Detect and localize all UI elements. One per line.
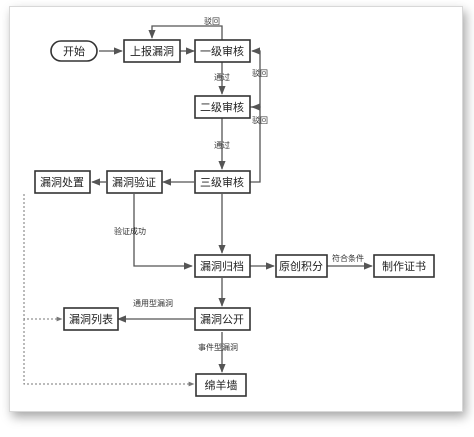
- label-reject-3: 驳回: [252, 116, 268, 125]
- node-verify: 漏洞验证: [106, 170, 163, 194]
- node-archive-label: 漏洞归档: [200, 259, 244, 273]
- node-review1-label: 一级审核: [200, 44, 244, 58]
- label-event-vuln: 事件型漏洞: [198, 342, 238, 352]
- label-reject-top: 驳回: [204, 17, 220, 26]
- node-verify-label: 漏洞验证: [112, 175, 156, 189]
- label-generic-vuln: 通用型漏洞: [133, 298, 173, 308]
- node-start: 开始: [50, 40, 98, 62]
- node-start-label: 开始: [63, 44, 85, 58]
- diagram-frame: [9, 6, 463, 412]
- label-reject-2: 驳回: [252, 69, 268, 78]
- node-review3-label: 三级审核: [200, 175, 244, 189]
- node-certificate: 制作证书: [373, 254, 435, 278]
- node-sheep-wall: 绵羊墙: [195, 373, 247, 397]
- edge-verify-archive: [133, 194, 193, 270]
- node-review2-label: 二级审核: [200, 100, 244, 114]
- node-archive: 漏洞归档: [194, 254, 251, 278]
- node-review3: 三级审核: [194, 170, 251, 194]
- node-handle: 漏洞处置: [34, 170, 91, 194]
- node-vuln-list-label: 漏洞列表: [69, 312, 113, 326]
- node-review1: 一级审核: [194, 39, 251, 63]
- edge-reject-2: [250, 47, 261, 108]
- node-vuln-list: 漏洞列表: [63, 307, 119, 331]
- edge-handle-list-dotted: [23, 194, 63, 322]
- node-report-label: 上报漏洞: [130, 44, 174, 58]
- node-handle-label: 漏洞处置: [40, 176, 84, 189]
- label-pass-1: 通过: [214, 72, 230, 82]
- node-points-label: 原创积分: [279, 260, 323, 273]
- label-meets-condition: 符合条件: [332, 253, 364, 263]
- node-publish-label: 漏洞公开: [200, 313, 244, 326]
- node-report: 上报漏洞: [123, 39, 181, 63]
- node-sheep-wall-label: 绵羊墙: [205, 378, 238, 392]
- node-certificate-label: 制作证书: [382, 260, 426, 273]
- node-publish: 漏洞公开: [194, 307, 251, 331]
- edge-reject-top: [148, 25, 223, 40]
- label-pass-2: 通过: [214, 140, 230, 150]
- label-verify-success: 验证成功: [114, 226, 146, 236]
- edge-reject-3: [250, 103, 261, 183]
- edge-handle-wall-dotted: [23, 319, 195, 387]
- node-review2: 二级审核: [194, 95, 251, 119]
- node-points: 原创积分: [275, 254, 328, 278]
